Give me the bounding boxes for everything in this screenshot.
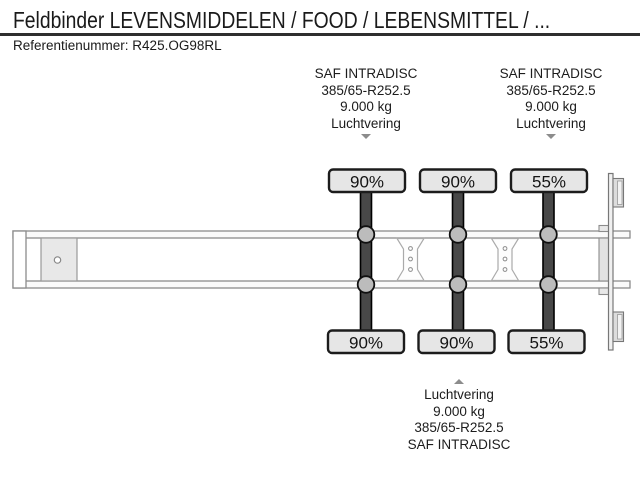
crossmember-1 [395,237,426,282]
axle2-spec-tyre-size: 385/65-R252.5 [414,420,504,436]
crossmember-2-hole [502,256,508,262]
axle-1-beam [359,190,373,332]
axle-1-hub-bottom [356,275,376,294]
axle1-spec-brand: SAF INTRADISC [314,66,418,81]
axle3-spec-annotation: SAF INTRADISC 385/65-R252.5 9.000 kg Luc… [459,66,640,140]
title-divider [0,33,640,36]
axle1-pointer-arrow-icon [361,134,371,140]
rear-light-lens-top [617,180,623,205]
axle-2-hub-bottom [448,275,468,294]
axle1-spec-suspension: Luchtvering [331,115,401,131]
tire-axle1-top [327,168,407,194]
rear-bumper-bar [607,172,614,351]
crossmember-1-hole [408,246,413,251]
chassis-rail-bottom [12,280,631,289]
reference-number: Referentienummer: R425.OG98RL [13,38,222,53]
front-crossmember [12,230,27,289]
axle-2 [448,190,468,332]
axle-3-beam [542,190,555,332]
crossmember-2-hole [502,246,508,251]
crossmember-1-hole [408,256,413,262]
axle1-spec-annotation: SAF INTRADISC 385/65-R252.5 9.000 kg Luc… [274,66,458,140]
axle2-spec-load: 9.000 kg [433,403,485,419]
rear-light-lens-bottom [617,314,623,340]
axle-2-hub-top [448,225,468,244]
axle1-spec-load: 9.000 kg [340,99,392,115]
tire-row-top: 90% 90% 55% [327,168,589,194]
axle3-spec-suspension: Luchtvering [516,115,586,131]
axle-2-beam [451,190,465,332]
axle-3-hub-top [539,225,558,244]
crossmember-2 [490,237,520,282]
tire-axle3-bottom [507,329,586,355]
axle-3 [539,190,558,332]
axle3-spec-load: 9.000 kg [525,99,577,115]
tire-axle2-bottom-label: 90% [439,334,473,353]
tire-axle1-bottom [326,329,406,355]
axle-1-hub-top [356,225,376,244]
page-title: Feldbinder LEVENSMIDDELEN / FOOD / LEBEN… [13,7,551,33]
axle-3-hub-bottom [539,275,558,294]
kingpin [53,256,62,264]
tire-axle3-top [509,168,589,194]
tire-axle3-top-label: 55% [532,173,566,192]
crossmember-1-hole [408,267,413,272]
tire-axle2-bottom [417,329,496,355]
chassis-rail-top [12,230,631,239]
tire-row-bottom: 90% 90% 55% [326,329,586,355]
axle3-spec-tyre-size: 385/65-R252.5 [506,82,596,98]
axle-1 [356,190,376,332]
rear-assembly [598,172,625,351]
axle3-pointer-arrow-icon [546,134,556,140]
crossmember-2-hole [502,267,508,272]
axle2-spec-suspension: Luchtvering [424,387,494,402]
axle2-pointer-arrow-icon [454,379,464,384]
tire-axle2-top-label: 90% [441,173,475,192]
axle3-spec-brand: SAF INTRADISC [499,66,603,81]
axle2-spec-brand: SAF INTRADISC [407,436,511,452]
axle2-spec-annotation: Luchtvering 9.000 kg 385/65-R252.5 SAF I… [367,379,551,453]
tire-axle1-top-label: 90% [350,173,384,192]
tire-axle2-top [418,168,498,194]
tire-axle3-bottom-label: 55% [529,334,563,353]
axle1-spec-tyre-size: 385/65-R252.5 [321,82,411,98]
tire-axle1-bottom-label: 90% [349,334,383,353]
